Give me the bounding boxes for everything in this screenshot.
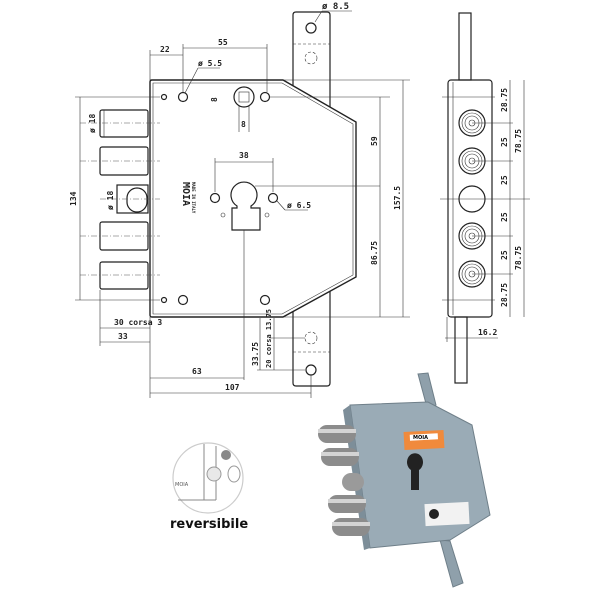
dimension-label: 86.75 xyxy=(370,241,379,265)
dimension-label: 8 xyxy=(210,97,219,102)
bolt-ends xyxy=(458,109,486,288)
dimension-label: 38 xyxy=(239,151,249,160)
dimension-label: ø 18 xyxy=(88,114,97,133)
dimension-label: 25 xyxy=(500,137,509,147)
dimension-label: 8 xyxy=(241,120,246,129)
bolt xyxy=(99,109,149,138)
photo-case xyxy=(349,401,491,549)
dimension-label: MOIA xyxy=(180,182,191,206)
faceplate-hole-bottom xyxy=(305,364,317,376)
dimension-label: 63 xyxy=(192,367,202,376)
dimension-label: 25 xyxy=(500,175,509,185)
dimension-label: MADE IN ITALY xyxy=(191,182,196,214)
faceplate-rod-top xyxy=(458,12,472,81)
bolt xyxy=(99,261,149,290)
dimension-label: 55 xyxy=(218,38,228,47)
moia-logo: MOIA MADE IN ITALY xyxy=(180,182,196,214)
spindle-hole xyxy=(233,86,255,108)
dimension-label: 22 xyxy=(160,45,170,54)
reversible-inset: MOIA reversibile xyxy=(170,442,248,532)
faceplate-hole-hidden xyxy=(304,51,318,65)
latch xyxy=(126,187,148,213)
dimension-label: 157.5 xyxy=(393,186,402,210)
dimension-label: 30 corsa 3 xyxy=(114,318,162,327)
dimension-label: ø 6.5 xyxy=(287,201,311,210)
side-view: 28.75 25 25 25 25 28.75 78.75 78.75 16.2 xyxy=(440,12,530,384)
dimension-label: MOIA xyxy=(413,435,428,441)
dimensions: 22 55 ø 5.5 ø 8.5 8 8 ø 18 ø 18 38 ø 6.5… xyxy=(69,2,410,398)
photo-keyhole xyxy=(406,453,423,490)
faceplate-rod-bottom xyxy=(454,316,468,384)
side-dimensions: 28.75 25 25 25 25 28.75 78.75 78.75 16.2 xyxy=(440,80,530,342)
dimension-label: ø 5.5 xyxy=(198,59,222,68)
dimension-label: 59 xyxy=(370,136,379,146)
dimension-label: 78.75 xyxy=(514,246,523,270)
faceplate-hole-top xyxy=(305,22,317,34)
faceplate-hole-hidden-bottom xyxy=(304,331,318,345)
cylinder-hole xyxy=(230,181,261,231)
dimension-label: 28.75 xyxy=(500,283,509,307)
dimension-label: ø 18 xyxy=(106,191,115,210)
dimension-label: MOIA xyxy=(175,482,189,488)
reversible-label: reversibile xyxy=(170,517,248,532)
dimension-label: 28.75 xyxy=(500,88,509,112)
dimension-label: 78.75 xyxy=(514,129,523,153)
dimension-label: 33 xyxy=(118,332,128,341)
dimension-label: 25 xyxy=(500,212,509,222)
dimension-label: 25 xyxy=(500,250,509,260)
dimension-label: 20 corsa 13.75 xyxy=(265,309,273,368)
dimension-label: 107 xyxy=(225,383,240,392)
photo-bolts xyxy=(318,425,370,536)
sticker xyxy=(424,501,470,527)
side-body xyxy=(447,79,493,318)
front-view: MOIA MADE IN ITALY 22 55 ø 5.5 ø 8.5 8 8… xyxy=(69,2,410,398)
faceplate-hole-label: ø 8.5 xyxy=(322,2,349,12)
faceplate xyxy=(292,11,331,387)
bolts xyxy=(80,109,160,290)
dimension-label: 33.75 xyxy=(251,342,260,366)
dimension-label: 16.2 xyxy=(478,328,497,337)
lock-photo: MOIA xyxy=(318,372,491,588)
lock-case xyxy=(149,79,357,318)
dimension-label: 134 xyxy=(69,191,78,206)
